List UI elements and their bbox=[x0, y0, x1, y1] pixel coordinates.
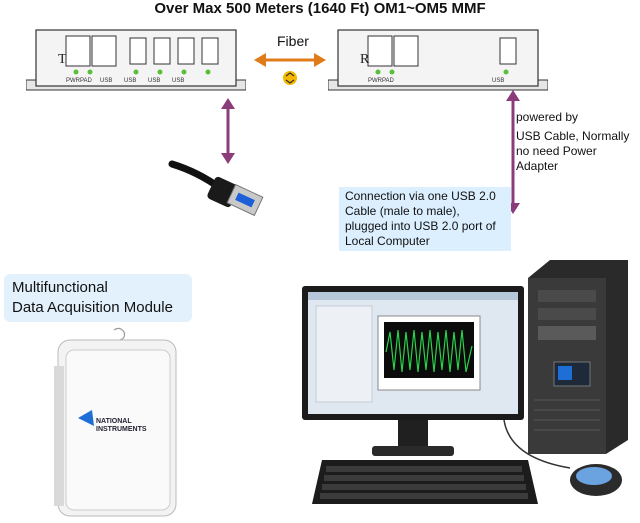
port-label: USB bbox=[172, 78, 185, 84]
module-label-line: Data Acquisition Module bbox=[12, 299, 173, 316]
connection-note-line: Cable (male to male), bbox=[345, 204, 460, 218]
port-label: USB bbox=[492, 78, 505, 84]
module-label-box: Multifunctional Data Acquisition Module bbox=[4, 274, 192, 322]
daq-device-image bbox=[54, 327, 177, 517]
port-label: PAD bbox=[382, 78, 394, 84]
daq-brand-line: INSTRUMENTS bbox=[96, 426, 147, 433]
port-label: USB bbox=[124, 78, 137, 84]
monitor-image bbox=[302, 286, 524, 456]
mouse-image bbox=[503, 419, 622, 496]
power-note: powered by USB Cable, Normally no need P… bbox=[516, 110, 640, 174]
keyboard-image bbox=[312, 460, 538, 504]
transmitter-unit bbox=[26, 29, 246, 91]
connection-note-line: Connection via one USB 2.0 bbox=[345, 189, 496, 203]
connection-callout: Connection via one USB 2.0 Cable (male t… bbox=[339, 187, 511, 251]
connection-note-line: Local Computer bbox=[345, 234, 430, 248]
port-label: PWR bbox=[66, 78, 80, 84]
port-label: USB bbox=[100, 78, 113, 84]
receiver-letter: R bbox=[360, 52, 370, 67]
port-label: USB bbox=[148, 78, 161, 84]
connection-note-line: plugged into USB 2.0 port of bbox=[345, 219, 496, 233]
daq-brand: NATIONAL INSTRUMENTS bbox=[96, 418, 147, 434]
power-note-line: powered by bbox=[516, 110, 579, 124]
power-note-line: no need Power Adapter bbox=[516, 144, 597, 173]
fiber-label: Fiber bbox=[277, 33, 309, 49]
receiver-unit bbox=[328, 29, 548, 91]
daq-brand-line: NATIONAL bbox=[96, 418, 132, 425]
module-label-line: Multifunctional bbox=[12, 279, 108, 296]
fiber-arrow bbox=[254, 53, 326, 85]
port-label: PAD bbox=[80, 78, 92, 84]
transmitter-usb-arrow bbox=[221, 98, 235, 164]
computer-tower-image bbox=[528, 260, 628, 454]
transmitter-letter: T bbox=[58, 52, 67, 67]
receiver-port-labels: PWR PAD USB bbox=[368, 78, 518, 84]
usb-plug-image bbox=[168, 160, 264, 217]
transmitter-port-labels: PWR PAD USB USB USB USB bbox=[66, 78, 226, 84]
port-label: PWR bbox=[368, 78, 382, 84]
diagram-title: Over Max 500 Meters (1640 Ft) OM1~OM5 MM… bbox=[154, 0, 486, 17]
power-note-line: USB Cable, Normally bbox=[516, 129, 630, 143]
